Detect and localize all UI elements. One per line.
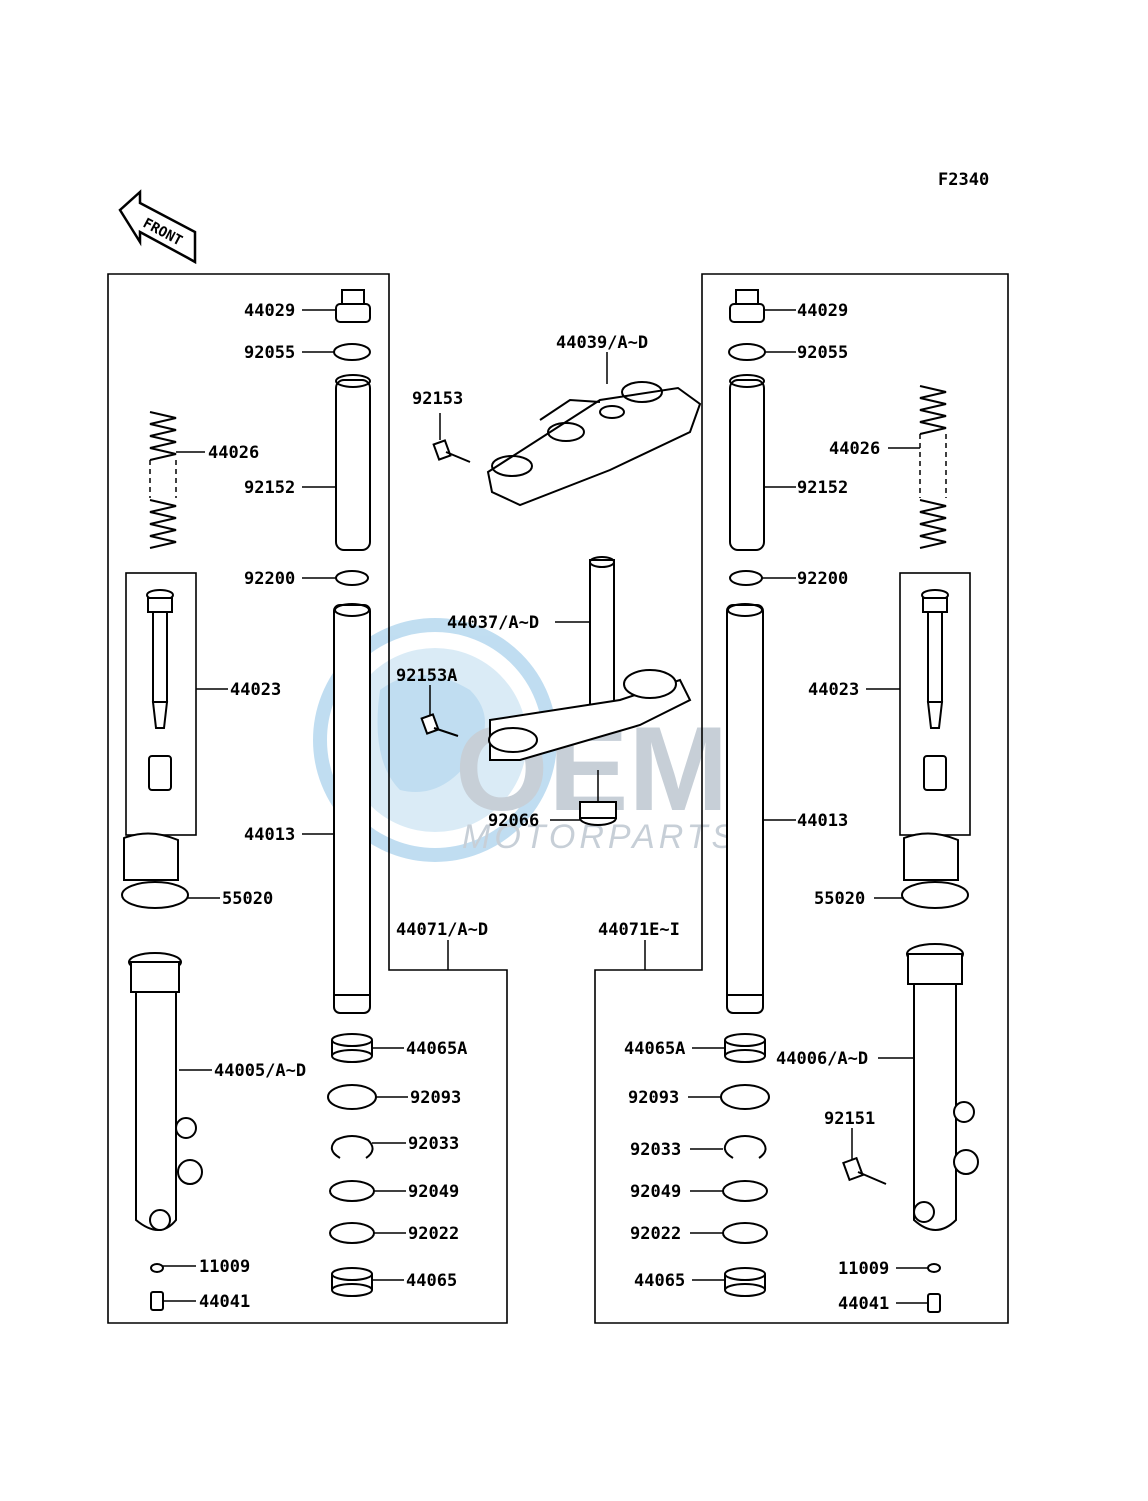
label-92151-right: 92151 — [824, 1109, 875, 1129]
stem-nut-icon — [579, 801, 617, 826]
label-44029-left: 44029 — [244, 301, 295, 321]
label-44023-right: 44023 — [808, 680, 859, 700]
small-washer-icon — [150, 1263, 164, 1273]
label-44023-left: 44023 — [230, 680, 281, 700]
label-11009-right: 11009 — [838, 1259, 889, 1279]
label-44037: 44037/A~D — [447, 613, 539, 633]
small-washer-icon — [927, 1263, 941, 1273]
fork-cap-icon — [729, 289, 765, 323]
washer-icon — [729, 570, 763, 586]
label-44065A-left: 44065A — [406, 1039, 467, 1059]
steering-stem-icon — [488, 556, 692, 761]
fork-guard-icon — [121, 832, 189, 909]
fork-guard-icon — [901, 832, 969, 909]
label-44041-right: 44041 — [838, 1294, 889, 1314]
label-92200-left: 92200 — [244, 569, 295, 589]
label-92055-left: 92055 — [244, 343, 295, 363]
label-44039: 44039/A~D — [556, 333, 648, 353]
label-92093-right: 92093 — [628, 1088, 679, 1108]
front-arrow-icon: FRONT — [118, 189, 197, 265]
label-92022-right: 92022 — [630, 1224, 681, 1244]
bushing-icon — [724, 1033, 766, 1063]
label-92049-right: 92049 — [630, 1182, 681, 1202]
label-44071EI: 44071E~I — [598, 920, 680, 940]
guide-bushing-icon — [724, 1267, 766, 1297]
label-44065A-right: 44065A — [624, 1039, 685, 1059]
label-92033-left: 92033 — [408, 1134, 459, 1154]
spring-icon — [919, 385, 947, 549]
fork-cap-icon — [335, 289, 371, 323]
diagram-code: F2340 — [938, 170, 989, 190]
label-92153: 92153 — [412, 389, 463, 409]
label-44026-left: 44026 — [208, 443, 259, 463]
label-44026-right: 44026 — [829, 439, 880, 459]
clamp-bolt-icon — [432, 439, 471, 463]
label-11009-left: 11009 — [199, 1257, 250, 1277]
bolt-icon — [150, 1291, 164, 1311]
label-44065-left: 44065 — [406, 1271, 457, 1291]
circlip-icon — [723, 1135, 767, 1159]
damper-cartridge-icon — [146, 589, 174, 791]
center-parts: 44039/A~D 92153 44037/A~D 92153A 92066 4… — [396, 333, 702, 970]
inner-tube-icon — [726, 603, 764, 1014]
label-92055-right: 92055 — [797, 343, 848, 363]
stem-bolt-icon — [420, 713, 459, 737]
ring-icon — [329, 1222, 375, 1244]
damper-cartridge-icon — [921, 589, 949, 791]
label-92093-left: 92093 — [410, 1088, 461, 1108]
bushing-icon — [331, 1033, 373, 1063]
dust-seal-icon — [722, 1180, 768, 1202]
spacer-tube-icon — [335, 374, 371, 551]
label-92153A: 92153A — [396, 666, 457, 686]
label-44041-left: 44041 — [199, 1292, 250, 1312]
label-92066: 92066 — [488, 811, 539, 831]
label-44071AD: 44071/A~D — [396, 920, 488, 940]
label-92033-right: 92033 — [630, 1140, 681, 1160]
axle-bolt-icon — [842, 1156, 887, 1185]
label-44005-left: 44005/A~D — [214, 1061, 306, 1081]
spring-icon — [149, 411, 177, 549]
outer-tube-icon — [906, 943, 979, 1231]
label-44013-right: 44013 — [797, 811, 848, 831]
label-92022-left: 92022 — [408, 1224, 459, 1244]
spacer-tube-icon — [729, 374, 765, 551]
guide-bushing-icon — [331, 1267, 373, 1297]
washer-icon — [335, 570, 369, 586]
inner-tube-icon — [333, 603, 371, 1014]
o-ring-icon — [728, 343, 766, 361]
ring-icon — [722, 1222, 768, 1244]
left-fork-parts: 44029 92055 44026 92152 92200 44023 4401… — [121, 289, 467, 1312]
outer-tube-icon — [128, 952, 203, 1231]
label-55020-right: 55020 — [814, 889, 865, 909]
label-92152-left: 92152 — [244, 478, 295, 498]
dust-seal-icon — [329, 1180, 375, 1202]
label-92049-left: 92049 — [408, 1182, 459, 1202]
right-frame — [594, 273, 1009, 1324]
label-44013-left: 44013 — [244, 825, 295, 845]
label-44065-right: 44065 — [634, 1271, 685, 1291]
oil-seal-icon — [720, 1084, 770, 1110]
label-92152-right: 92152 — [797, 478, 848, 498]
o-ring-icon — [333, 343, 371, 361]
right-fork-parts: 44029 92055 44026 92152 92200 44023 4401… — [624, 289, 979, 1314]
circlip-icon — [330, 1135, 374, 1159]
left-frame — [107, 273, 508, 1324]
bolt-icon — [927, 1293, 941, 1313]
upper-triple-clamp-icon — [486, 381, 702, 507]
label-44006-right: 44006/A~D — [776, 1049, 868, 1069]
label-55020-left: 55020 — [222, 889, 273, 909]
oil-seal-icon — [327, 1084, 377, 1110]
label-44029-right: 44029 — [797, 301, 848, 321]
label-92200-right: 92200 — [797, 569, 848, 589]
